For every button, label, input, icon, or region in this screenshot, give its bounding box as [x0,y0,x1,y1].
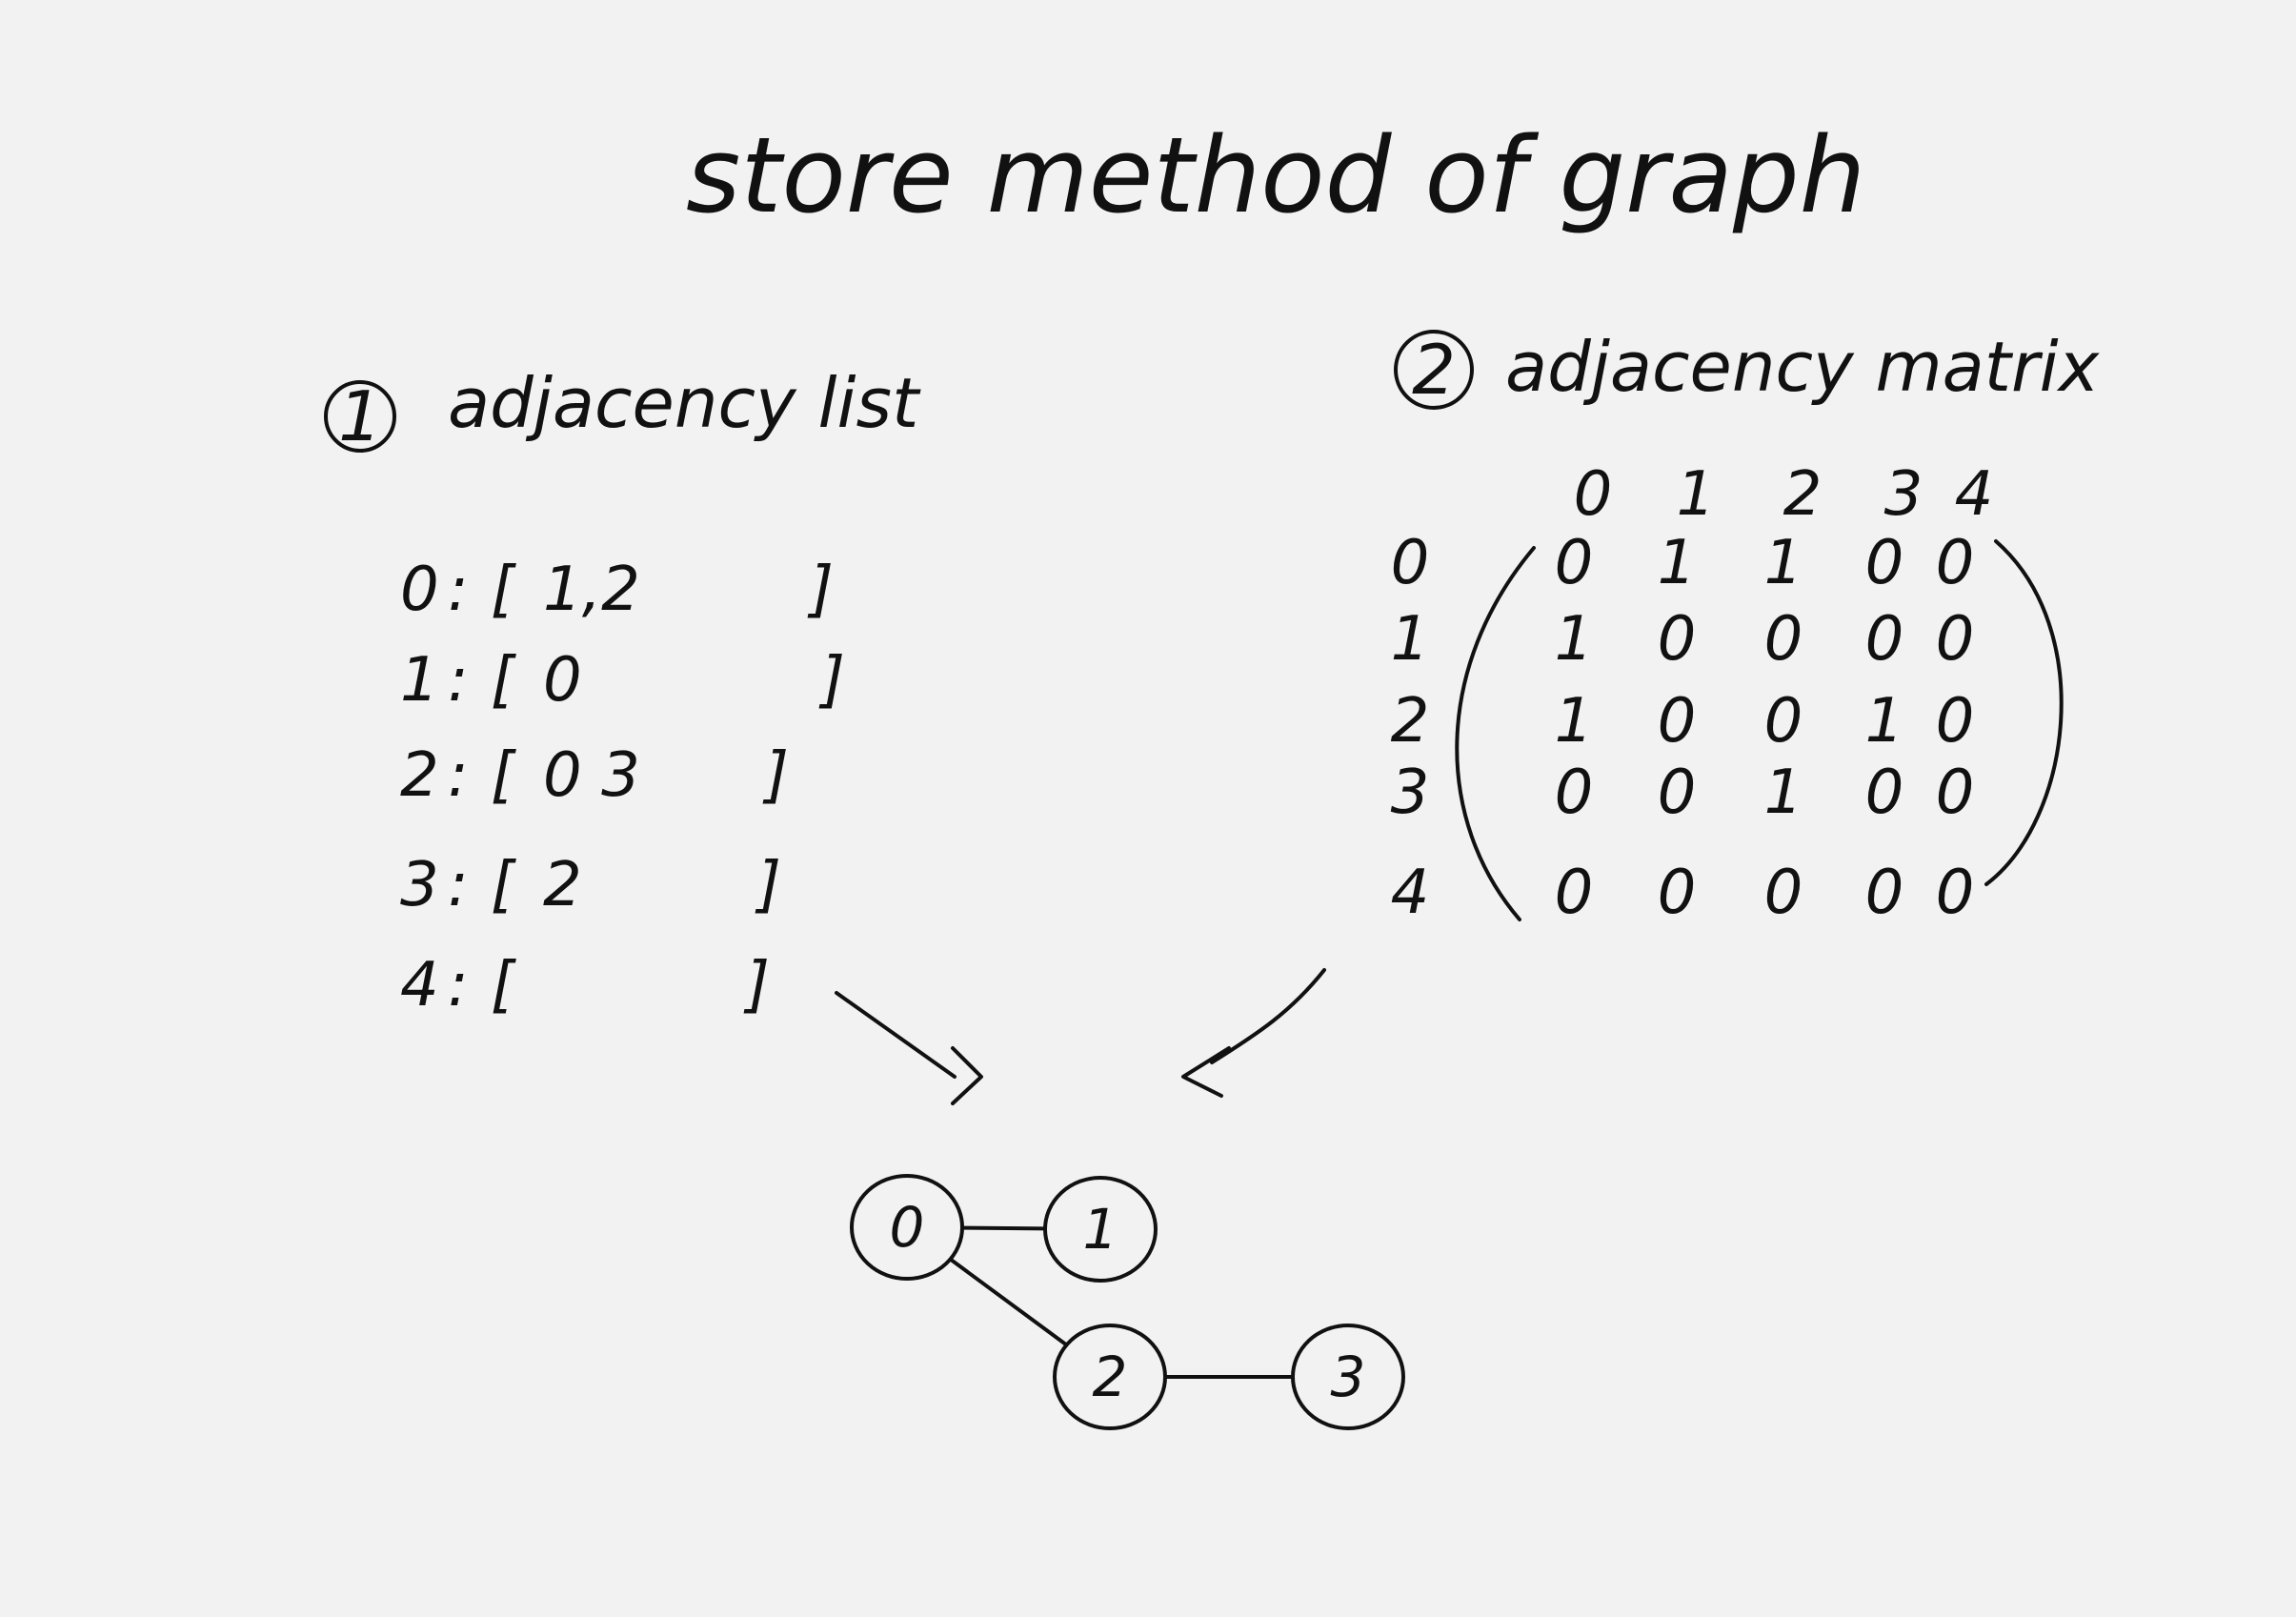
row-vertex: 1 [400,645,439,716]
arrow-shaft [835,991,957,1079]
matrix-row-header: 2 [1391,686,1430,757]
list-row: 1: [0] [400,645,845,716]
row-colon: : [448,555,469,625]
graph-node-circle [1053,1324,1167,1430]
row-vertex: 3 [400,850,439,920]
row-vertex: 2 [400,740,439,811]
row-neighbors: 0 3 [543,740,640,811]
graph-node: 0 [850,1174,964,1281]
matrix-cell: 1 [1865,686,1904,757]
matrix-col-header: 2 [1783,459,1823,530]
row-close-bracket: ] [807,555,834,625]
graph-node-circle [1291,1324,1405,1430]
adjacency-list: 0: [1,2] 1: [0] 2: [0 3] 3: [2] 4: [] [400,555,845,1021]
matrix-cell: 0 [1555,758,1594,828]
list-row: 0: [1,2] [400,555,834,625]
row-open-bracket: [ [491,950,516,1021]
graph-edge [959,1225,1048,1231]
arrow-head-icon [1181,1046,1231,1098]
section-heading: adjacency list [448,363,921,443]
graph-node-label: 2 [1093,1344,1128,1409]
graph-node-label: 1 [1083,1197,1118,1262]
matrix-cell: 0 [1865,858,1904,928]
arrow-list-to-graph [835,991,983,1105]
matrix-cell: 0 [1555,858,1594,928]
graph-node: 3 [1291,1324,1405,1430]
list-row: 4: [] [400,950,770,1021]
row-colon: : [448,740,469,811]
matrix-cell: 0 [1658,686,1697,757]
matrix-row-header: 3 [1391,758,1430,828]
adjacency-list-section: 1 adjacency list 0: [1,2] 1: [0] 2: [0 3] 3: [2… [324,363,921,1021]
matrix-cell: 0 [1764,686,1803,757]
row-vertex: 0 [400,555,439,625]
matrix-cell: 0 [1936,686,1975,757]
section-number-circle [1394,330,1474,410]
matrix-col-header: 4 [1955,459,1994,530]
section-number: 2 [1412,330,1456,410]
row-vertex: 4 [400,950,439,1021]
matrix-cell: 1 [1764,758,1803,828]
matrix-cell: 0 [1658,604,1697,675]
matrix-row-header: 4 [1391,858,1430,928]
section-heading: adjacency matrix [1505,327,2101,407]
matrix-cell: 0 [1865,528,1904,598]
matrix-cell: 0 [1936,528,1975,598]
row-neighbors: 0 [543,645,582,716]
row-close-bracket: ] [818,645,845,716]
matrix-cell: 0 [1658,858,1697,928]
graph-node: 1 [1043,1176,1158,1283]
matrix-col-header: 1 [1677,459,1716,530]
arrow-head-icon [951,1046,983,1105]
row-close-bracket: ] [755,850,781,920]
matrix-cell: 0 [1936,604,1975,675]
matrix-cell: 1 [1764,528,1803,598]
matrix-row-header: 1 [1391,604,1430,675]
matrix-cell: 1 [1555,604,1594,675]
matrix-col-header: 3 [1884,459,1923,530]
matrix-cell: 0 [1865,604,1904,675]
matrix-right-paren [1984,539,2064,886]
section-number: 1 [338,376,382,456]
row-close-bracket: ] [743,950,770,1021]
matrix-cell: 1 [1658,528,1697,598]
row-colon: : [448,850,469,920]
matrix-cell: 0 [1658,758,1697,828]
row-open-bracket: [ [491,740,516,811]
section-number-circle [324,380,396,453]
matrix-cell: 0 [1936,858,1975,928]
arrow-matrix-to-graph [1181,968,1326,1098]
row-open-bracket: [ [491,850,516,920]
graph-node-label: 3 [1331,1344,1366,1409]
page-title: store method of graph [686,114,1865,236]
arrow-shaft [1210,968,1326,1064]
graph-node: 2 [1053,1324,1167,1430]
list-row: 3: [2] [400,850,781,920]
matrix-left-paren [1455,546,1536,921]
matrix-cell: 0 [1865,758,1904,828]
row-close-bracket: ] [762,740,789,811]
matrix-cell: 0 [1764,604,1803,675]
matrix-row-header: 0 [1391,528,1430,598]
row-neighbors: 2 [543,850,582,920]
matrix-cell: 0 [1936,758,1975,828]
graph-node-label: 0 [890,1195,925,1260]
row-colon: : [448,645,469,716]
matrix-col-header: 0 [1574,459,1613,530]
row-open-bracket: [ [491,645,516,716]
graph-edge [949,1258,1068,1346]
list-row: 2: [0 3] [400,740,789,811]
matrix-cell: 0 [1555,528,1594,598]
row-colon: : [448,950,469,1021]
graph-diagram: 0 1 2 3 [850,1174,1405,1430]
matrix-cell: 0 [1764,858,1803,928]
matrix-cell: 1 [1555,686,1594,757]
graph-node-circle [850,1174,964,1281]
row-neighbors: 1,2 [543,555,640,625]
row-open-bracket: [ [491,555,516,625]
graph-node-circle [1043,1176,1158,1283]
